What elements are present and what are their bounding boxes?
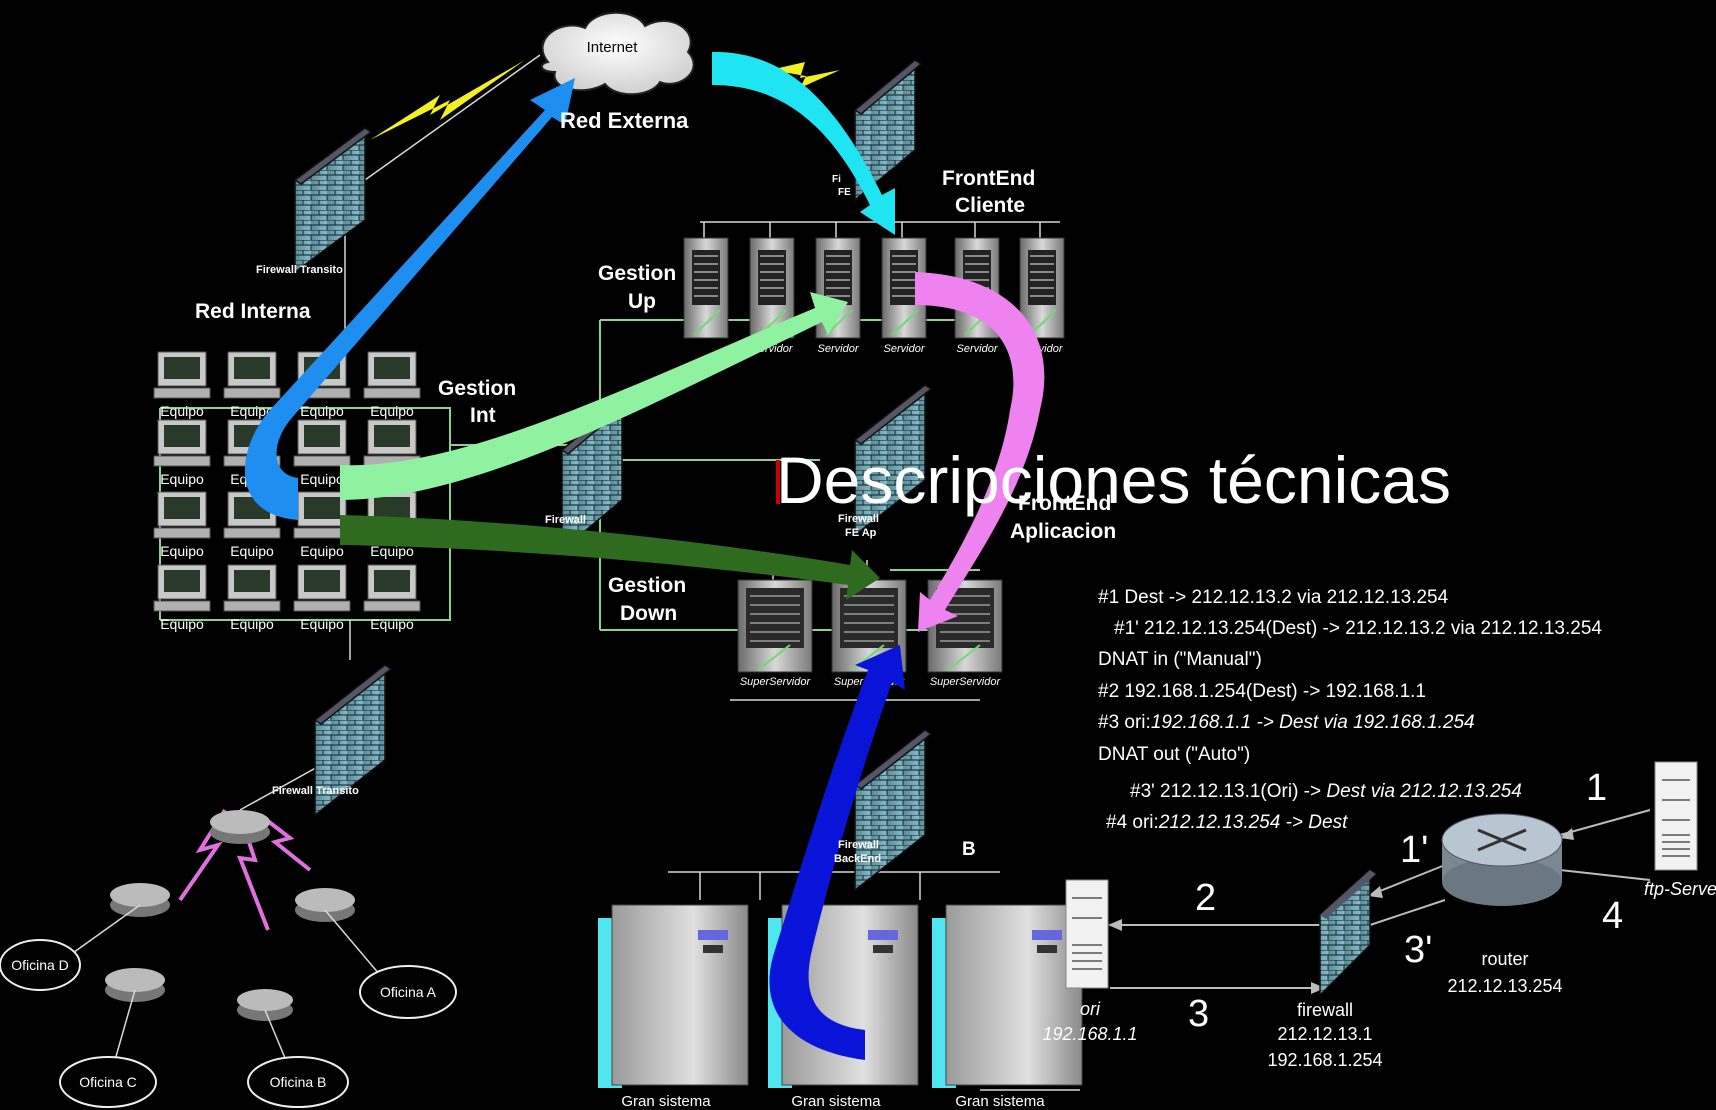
note-3p: #3' 212.12.13.1(Ori) -> Dest via 212.12.… <box>1130 781 1522 802</box>
server-icon: Servidor <box>816 222 860 355</box>
workstation-label: Equipo <box>160 471 204 487</box>
firewall-label: Firewall <box>545 514 586 526</box>
router-ip-label: 212.12.13.254 <box>1447 976 1562 996</box>
red-externa-label: Red Externa <box>560 108 689 133</box>
gran-sistema-label: Gran sistema <box>621 1093 711 1110</box>
step-1-label: 1 <box>1586 767 1607 809</box>
step-3-label: 3 <box>1188 993 1209 1035</box>
note-3: #3 ori:192.168.1.1 -> Dest via 192.168.1… <box>1098 712 1475 733</box>
workstation-icon: Equipo <box>154 565 210 632</box>
ori-label: ori <box>1080 999 1101 1019</box>
workstation-label: Equipo <box>160 616 204 632</box>
step-1p-label: 1' <box>1400 829 1428 871</box>
superserver-label: SuperServidor <box>740 676 812 688</box>
workstation-icon: Equipo <box>154 420 210 487</box>
workstation-icon: Equipo <box>154 352 210 419</box>
gran-sistema-label: Gran sistema <box>791 1093 881 1110</box>
superserver-icon: SuperServidor <box>738 560 812 688</box>
backend-partial-label: B <box>962 839 976 860</box>
ori-server-icon <box>1066 880 1108 988</box>
server-label: Servidor <box>957 343 999 355</box>
firewall-nat-label: firewall <box>1297 1000 1353 1020</box>
nat-notes: #1 Dest -> 212.12.13.2 via 212.12.13.254… <box>1098 587 1602 833</box>
workstation-label: Equipo <box>370 403 414 419</box>
office-c-label: Oficina C <box>79 1074 137 1090</box>
workstation-icon: Equipo <box>294 565 350 632</box>
workstation-icon: Equipo <box>364 565 420 632</box>
step-3p-label: 3' <box>1404 929 1432 971</box>
lightning-yellow <box>370 60 525 140</box>
workstation-label: Equipo <box>160 543 204 559</box>
firewall-fe-ap-label-2: FE Ap <box>845 527 877 539</box>
ftp-server-label: ftp-Server <box>1644 879 1716 899</box>
gran-sistema-label: Gran sistema <box>955 1093 1045 1110</box>
firewall-transito-label-bottom: Firewall Transito <box>272 785 359 797</box>
firewall-ip2-label: 192.168.1.254 <box>1267 1050 1382 1070</box>
gestion-down-label-1: Gestion <box>608 574 686 597</box>
gestion-int-label-1: Gestion <box>438 377 516 400</box>
step-2-label: 2 <box>1195 877 1216 919</box>
frontend-cliente-label-2: Cliente <box>955 194 1025 217</box>
page-title: Descripciones técnicas <box>776 443 1451 517</box>
note-1: #1 Dest -> 212.12.13.2 via 212.12.13.254 <box>1098 587 1449 608</box>
firewall-backend-label-2: BackEnd <box>834 853 881 865</box>
gestion-int-label-2: Int <box>470 404 496 427</box>
note-dnat-in: DNAT in ("Manual") <box>1098 649 1262 670</box>
workstation-icon: Equipo <box>154 492 210 559</box>
router-icon <box>1442 814 1562 906</box>
workstation-label: Equipo <box>160 403 204 419</box>
internet-cloud: Internet <box>542 13 694 95</box>
firewall-transito-label-top: Firewall Transito <box>256 264 343 276</box>
firewall-ip1-label: 212.12.13.1 <box>1277 1024 1372 1044</box>
gran-sistema-icon: Gran sistema <box>932 905 1082 1110</box>
ftp-server-icon <box>1655 762 1697 870</box>
big-systems: Gran sistema Gran sistema Gran sistema <box>598 905 1082 1110</box>
workstation-label: Equipo <box>370 616 414 632</box>
workstation-label: Equipo <box>230 543 274 559</box>
frontend-aplicacion-label-2: Aplicacion <box>1010 520 1116 543</box>
workstation-label: Equipo <box>300 471 344 487</box>
office-d-label: Oficina D <box>11 957 69 973</box>
server-icon <box>684 222 728 338</box>
gestion-up-label-2: Up <box>628 290 656 313</box>
ori-ip-label: 192.168.1.1 <box>1042 1024 1137 1044</box>
note-dnat-out: DNAT out ("Auto") <box>1098 744 1250 765</box>
router-icons <box>105 810 355 1021</box>
firewall-backend-label-1: Firewall <box>838 839 879 851</box>
office-a-label: Oficina A <box>380 984 437 1000</box>
firewall-fe-label-2: FE <box>838 187 851 198</box>
note-4: #4 ori:212.12.13.254 -> Dest <box>1106 812 1348 833</box>
internet-label: Internet <box>587 39 639 56</box>
firewall-fe-label-1: Fi <box>832 174 841 185</box>
server-label: Servidor <box>818 343 860 355</box>
server-label: Servidor <box>884 343 926 355</box>
office-b-label: Oficina B <box>270 1074 327 1090</box>
superserver-icon: SuperServidor <box>928 560 1002 688</box>
workstation-icon: Equipo <box>224 565 280 632</box>
gestion-up-label-1: Gestion <box>598 262 676 285</box>
workstation-label: Equipo <box>230 616 274 632</box>
workstation-icon: Equipo <box>364 352 420 419</box>
nat-firewall-icon <box>1320 870 1376 995</box>
router-label: router <box>1481 949 1528 969</box>
note-2: #2 192.168.1.254(Dest) -> 192.168.1.1 <box>1098 681 1426 702</box>
gran-sistema-icon: Gran sistema <box>598 905 748 1110</box>
note-1p: #1' 212.12.13.254(Dest) -> 212.12.13.2 v… <box>1114 618 1602 639</box>
frontend-cliente-label-1: FrontEnd <box>942 167 1035 190</box>
workstation-label: Equipo <box>300 616 344 632</box>
red-interna-label: Red Interna <box>195 300 311 323</box>
workstation-label: Equipo <box>300 543 344 559</box>
gestion-down-label-2: Down <box>620 602 677 625</box>
superserver-label: SuperServidor <box>930 676 1002 688</box>
workstation-label: Equipo <box>300 403 344 419</box>
nat-diagram: 1 1' 2 3 3' 4 ftp-Server router 212.12.1… <box>1042 762 1716 1070</box>
step-4-label: 4 <box>1602 895 1623 937</box>
